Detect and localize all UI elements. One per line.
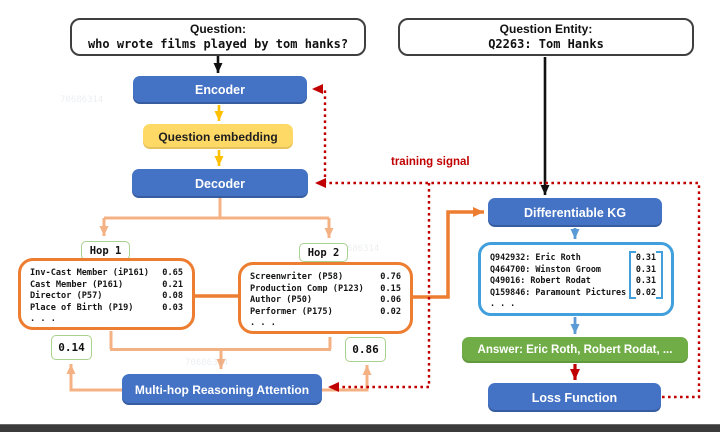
relation-score: 0.65 — [162, 268, 183, 278]
relation-score: 0.76 — [380, 272, 401, 282]
hop2-weight: 0.86 — [345, 337, 386, 362]
hop1-weight: 0.14 — [51, 335, 92, 360]
line-decoder-split — [104, 198, 329, 220]
hop2-relations-box: Screenwriter (P58) 0.76 Production Comp (… — [238, 262, 413, 334]
relation-score: 0.03 — [162, 302, 183, 313]
relation-name: Production Comp (P123) — [250, 283, 364, 294]
signal-branch-to-attention — [328, 183, 431, 392]
loss-function-node: Loss Function — [488, 383, 661, 412]
line-hop-merge — [109, 331, 332, 351]
relation-score: 0.02 — [380, 306, 401, 317]
relation-name: Cast Member (P161) — [30, 279, 124, 290]
relation-row: Inv-Cast Member (iP161) 0.65 — [30, 268, 183, 280]
relation-row: Performer (P175) 0.02 — [250, 307, 401, 319]
bottom-bar — [0, 424, 720, 432]
question-text: who wrote films played by tom hanks? — [87, 37, 349, 51]
ellipsis: . . . — [250, 318, 276, 328]
question-box: Question: who wrote films played by tom … — [70, 18, 366, 56]
entity-name: Q942932: Eric Roth — [490, 252, 581, 262]
relation-name: Place of Birth (P19) — [30, 302, 134, 313]
hop1-relations-box: Inv-Cast Member (iP161) 0.65 Cast Member … — [18, 258, 195, 330]
entity-score: 0.02 — [635, 286, 656, 297]
relation-score: 0.15 — [380, 283, 401, 294]
ellipsis: . . . — [490, 298, 516, 308]
relation-row: Screenwriter (P58) 0.76 — [250, 272, 401, 284]
question-entity-text: Q2263: Tom Hanks — [488, 37, 604, 51]
training-signal-label: training signal — [391, 156, 470, 168]
encoder-node: Encoder — [133, 76, 307, 104]
multihop-attention-node: Multi-hop Reasoning Attention — [122, 374, 322, 405]
relation-row: Place of Birth (P19) 0.03 — [30, 303, 183, 315]
question-entity-box: Question Entity: Q2263: Tom Hanks — [398, 18, 694, 56]
relation-row: Author (P50) 0.06 — [250, 295, 401, 307]
relation-name: Performer (P175) — [250, 306, 333, 317]
kg-entities-box: Q942932: Eric Roth Q464700: Winston Groo… — [478, 242, 674, 316]
watermark: 70686314 — [185, 358, 229, 368]
entity-score: 0.31 — [635, 275, 656, 285]
relation-score: 0.08 — [162, 291, 183, 301]
entity-score: 0.31 — [635, 263, 656, 274]
question-entity-title: Question Entity: — [499, 22, 593, 36]
relation-name: Screenwriter (P58) — [250, 272, 344, 282]
entity-name: Q464700: Winston Groom — [490, 263, 601, 274]
entity-score: 0.31 — [635, 252, 656, 262]
relation-name: Inv-Cast Member (iP161) — [30, 268, 149, 278]
entity-name: Q49016: Robert Rodat — [490, 275, 591, 285]
differentiable-kg-node: Differentiable KG — [488, 198, 662, 227]
entity-score-vector: 0.31 0.31 0.31 0.02 — [628, 251, 664, 299]
ellipsis: . . . — [30, 314, 56, 324]
entity-names: Q942932: Eric Roth Q464700: Winston Groo… — [490, 252, 626, 310]
decoder-node: Decoder — [132, 169, 308, 198]
question-title: Question: — [190, 22, 246, 36]
relation-row: Director (P57) 0.08 — [30, 291, 183, 303]
relation-name: Director (P57) — [30, 291, 103, 301]
relation-score: 0.06 — [380, 295, 401, 305]
arrow-attention-to-weight1 — [66, 364, 124, 392]
entity-name: Q159846: Paramount Pictures — [490, 286, 627, 297]
relation-row: Production Comp (P123) 0.15 — [250, 284, 401, 296]
signal-loss-to-decoder — [315, 178, 701, 399]
watermark: 70686314 — [336, 244, 380, 254]
hop2-label: Hop 2 — [299, 243, 348, 262]
relation-name: Author (P50) — [250, 295, 313, 305]
answer-node: Answer: Eric Roth, Robert Rodat, ... — [462, 337, 688, 363]
question-embedding-node: Question embedding — [143, 124, 293, 149]
relation-row: Cast Member (P161) 0.21 — [30, 280, 183, 292]
relation-score: 0.21 — [162, 279, 183, 290]
signal-branch-to-encoder — [312, 84, 327, 183]
watermark: 70686314 — [60, 95, 104, 105]
arrow-hop2-to-kg — [413, 207, 484, 299]
